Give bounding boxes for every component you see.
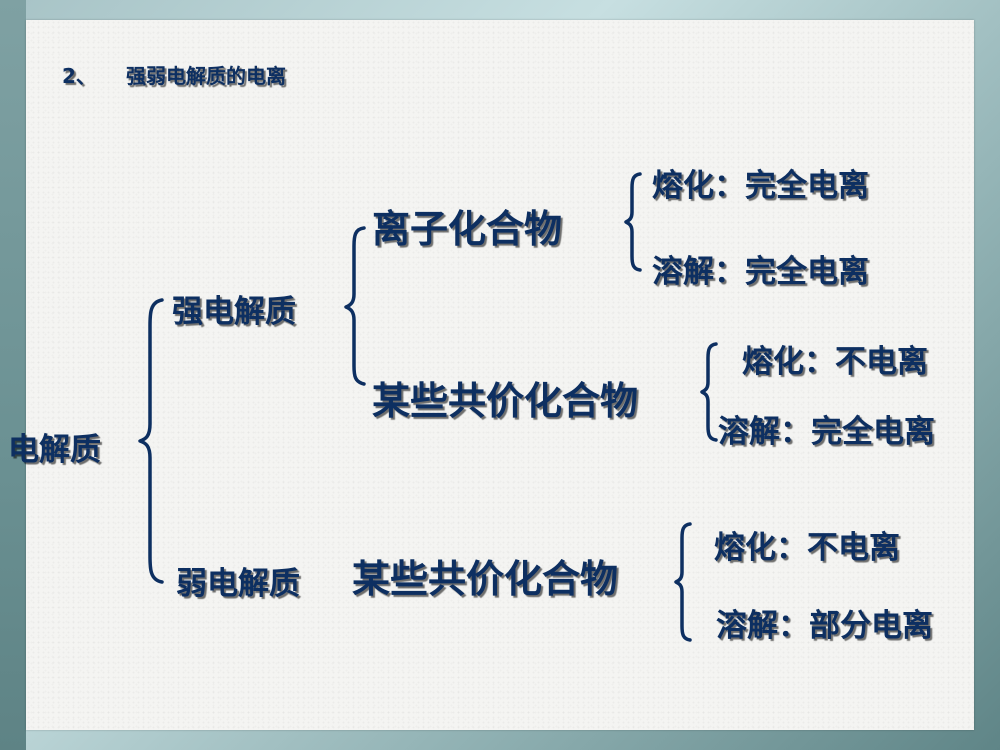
covalent-strong-brace — [700, 342, 718, 442]
root-brace — [138, 298, 164, 584]
compound-covalent-strong: 某些共价化合物 — [372, 379, 639, 423]
covalent-strong-dissolve: 溶解：完全电离 — [718, 414, 935, 450]
slide-canvas: 2、 强弱电解质的电离 电解质 强电解质 离子化合物 熔化：完全电离 溶解：完全… — [8, 20, 974, 730]
covalent-weak-dissolve: 溶解：部分电离 — [716, 608, 933, 644]
slide-left-band — [0, 0, 26, 750]
ionic-melt: 熔化：完全电离 — [652, 168, 869, 204]
ionic-dissolve: 溶解：完全电离 — [652, 254, 869, 290]
covalent-strong-melt: 熔化：不电离 — [742, 344, 928, 380]
covalent-weak-melt: 熔化：不电离 — [714, 530, 900, 566]
strong-brace — [344, 226, 366, 386]
compound-ionic: 离子化合物 — [372, 207, 563, 251]
category-strong: 强电解质 — [172, 294, 296, 330]
root-label: 电解质 — [8, 432, 101, 468]
covalent-weak-brace — [674, 522, 692, 642]
heading-number: 2、 — [62, 64, 96, 88]
category-weak: 弱电解质 — [176, 566, 300, 602]
compound-covalent-weak: 某些共价化合物 — [352, 557, 619, 601]
heading-title: 强弱电解质的电离 — [126, 64, 286, 88]
ionic-brace — [624, 172, 642, 272]
